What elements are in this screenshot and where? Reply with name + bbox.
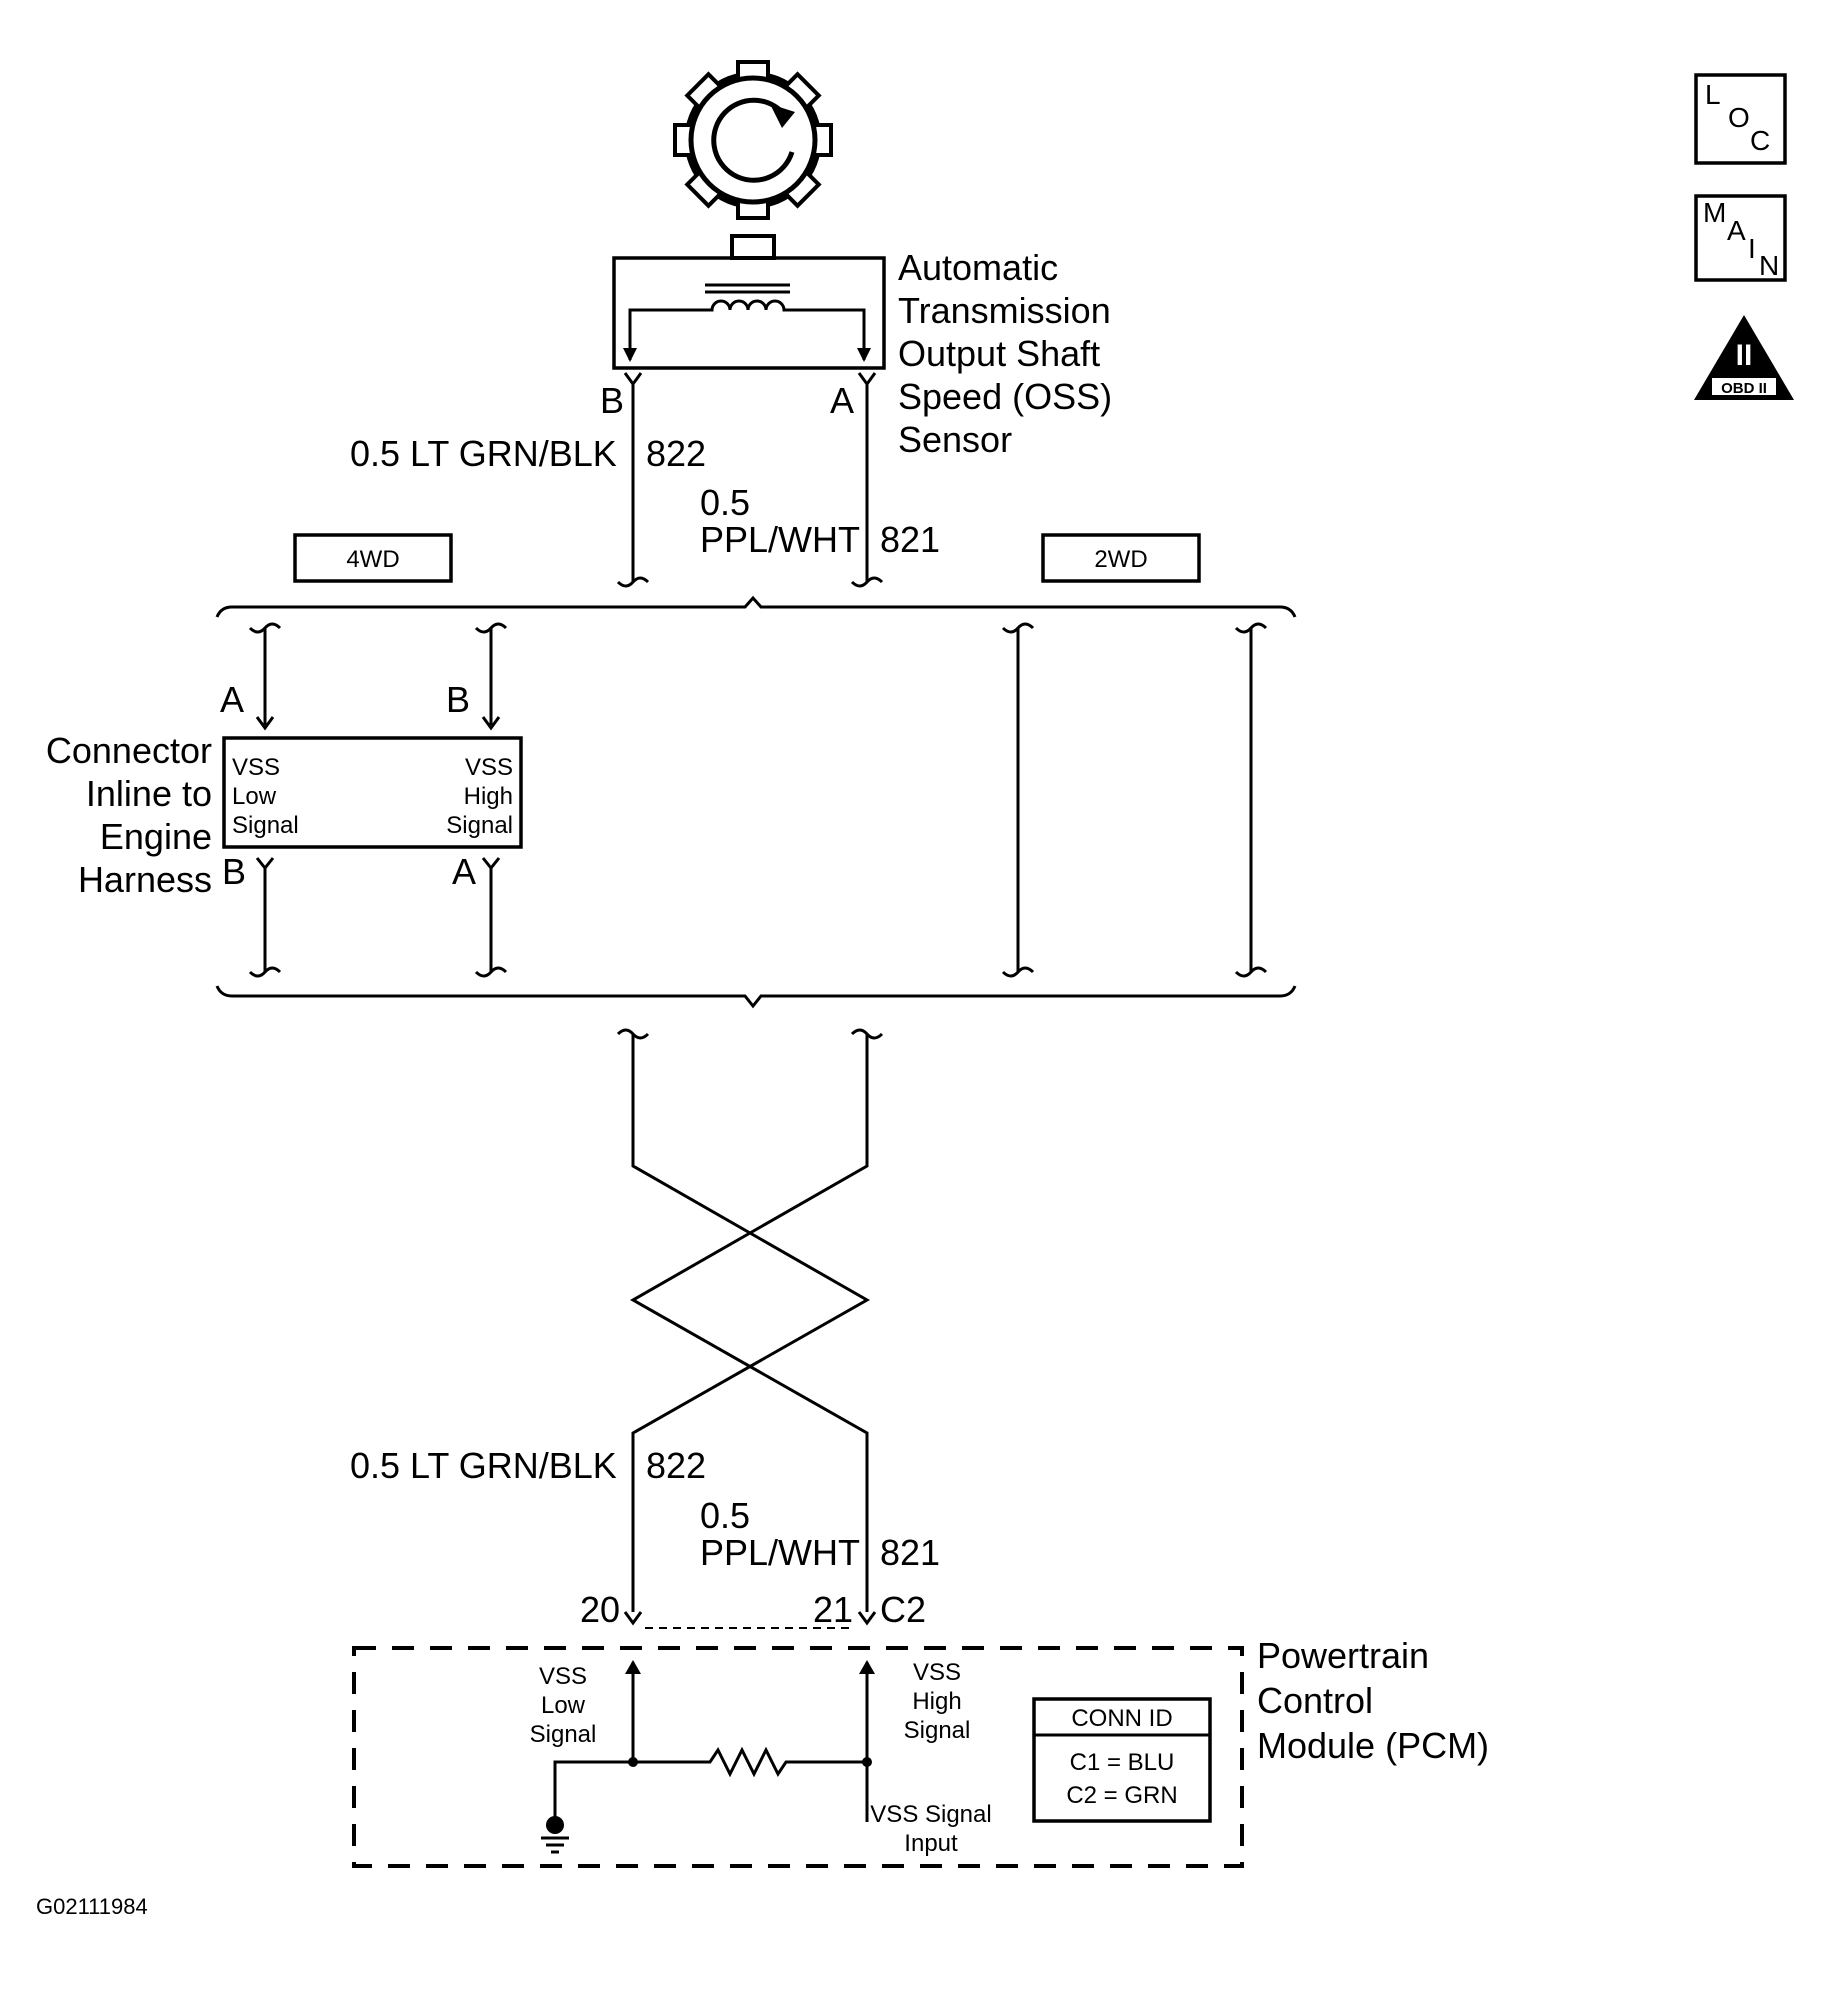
- sensor-name-line-2: Transmission: [898, 290, 1111, 331]
- wire-821-top-circuit: 821: [880, 519, 940, 560]
- inline-term-bottom-a: A: [452, 851, 476, 892]
- wire-822-top-label: 0.5 LT GRN/BLK: [350, 433, 617, 474]
- inline-low-signal-line-3: Signal: [232, 812, 299, 839]
- pcm-input-line-1: VSS Signal: [870, 1801, 991, 1828]
- inline-low-signal-line-1: VSS: [232, 754, 280, 781]
- pcm-high-signal-line-3: Signal: [904, 1717, 971, 1744]
- option-2wd-label: 2WD: [1094, 546, 1147, 573]
- ground-icon: [541, 1816, 569, 1854]
- pcm-low-signal-line-3: Signal: [530, 1721, 597, 1748]
- conn-id-row-1: C1 = BLU: [1070, 1749, 1175, 1776]
- wire-821-bottom-color: PPL/WHT: [700, 1532, 860, 1573]
- pcm-pin-21: 21: [813, 1589, 853, 1630]
- sensor-name-line-5: Sensor: [898, 419, 1012, 460]
- sensor-name-line-3: Output Shaft: [898, 333, 1100, 374]
- main-letter-i: I: [1748, 233, 1756, 264]
- sensor-name: Automatic Transmission Output Shaft Spee…: [898, 247, 1112, 460]
- wire-821-bottom-circuit: 821: [880, 1532, 940, 1573]
- wire-821-top-color: PPL/WHT: [700, 519, 860, 560]
- pcm-name-line-3: Module (PCM): [1257, 1725, 1489, 1766]
- wire-821-top: [850, 384, 884, 588]
- inline-high-signal-line-3: Signal: [446, 812, 513, 839]
- conn-id-title: CONN ID: [1071, 1705, 1172, 1732]
- obd-ii-text: OBD II: [1721, 380, 1767, 397]
- pcm-low-signal-line-2: Low: [541, 1692, 586, 1719]
- inline-name-line-1: Connector: [46, 730, 212, 771]
- pcm-connector-c2: C2: [880, 1589, 926, 1630]
- conn-id-row-2: C2 = GRN: [1066, 1782, 1177, 1809]
- pcm-module: [352, 1646, 1244, 1868]
- main-letter-a: A: [1727, 215, 1746, 246]
- pcm-name-line-1: Powertrain: [1257, 1635, 1429, 1676]
- main-letter-n: N: [1759, 250, 1779, 281]
- loc-icon: L O C: [1694, 73, 1787, 165]
- pcm-name: Powertrain Control Module (PCM): [1257, 1635, 1489, 1766]
- option-4wd: 4WD: [293, 533, 453, 583]
- inline-name-line-4: Harness: [78, 859, 212, 900]
- sensor-name-line-4: Speed (OSS): [898, 376, 1112, 417]
- option-brace-bottom: [215, 985, 1297, 1009]
- oss-sensor: [612, 234, 886, 370]
- inline-low-signal-line-2: Low: [232, 783, 277, 810]
- sensor-terminal-a: A: [830, 380, 854, 421]
- sensor-terminal-b: B: [600, 380, 624, 421]
- wire-822-top-circuit: 822: [646, 433, 706, 474]
- inline-term-top-a: A: [220, 679, 244, 720]
- inline-connector-name: Connector Inline to Engine Harness: [46, 730, 212, 900]
- pcm-low-signal-line-1: VSS: [539, 1663, 587, 1690]
- pcm-name-line-2: Control: [1257, 1680, 1373, 1721]
- loc-letter-c: C: [1750, 125, 1770, 156]
- 2wd-wire-right: [1234, 622, 1268, 978]
- twisted-pair: [616, 1028, 884, 1612]
- conn-id-box: CONN ID C1 = BLU C2 = GRN: [1032, 1697, 1212, 1823]
- inline-term-top-b: B: [446, 679, 470, 720]
- figure-id: G02111984: [36, 1894, 148, 1919]
- inline-name-line-2: Inline to: [86, 773, 212, 814]
- loc-letter-o: O: [1728, 102, 1750, 133]
- inline-high-signal-line-1: VSS: [465, 754, 513, 781]
- sensor-name-line-1: Automatic: [898, 247, 1058, 288]
- option-2wd: 2WD: [1041, 533, 1201, 583]
- pcm-input-circuit: [553, 1660, 875, 1824]
- option-4wd-label: 4WD: [346, 546, 399, 573]
- inline-connector: [222, 622, 523, 978]
- wire-822-top: [616, 384, 650, 588]
- main-icon: M A I N: [1694, 194, 1787, 282]
- option-brace-top: [215, 595, 1297, 618]
- inline-high-signal-line-2: High: [464, 783, 513, 810]
- pcm-pin-20: 20: [580, 1589, 620, 1630]
- loc-letter-l: L: [1705, 79, 1721, 110]
- wire-822-bottom-circuit: 822: [646, 1445, 706, 1486]
- obd-ii-numeral: II: [1736, 339, 1753, 372]
- wire-822-bottom-label: 0.5 LT GRN/BLK: [350, 1445, 617, 1486]
- pcm-high-signal-line-1: VSS: [913, 1659, 961, 1686]
- inline-name-line-3: Engine: [100, 816, 212, 857]
- 2wd-wire-left: [1001, 622, 1035, 978]
- reluctor-wheel-icon: [673, 60, 833, 220]
- inline-term-bottom-b: B: [222, 851, 246, 892]
- obd-ii-icon: II OBD II: [1694, 315, 1794, 400]
- pcm-input-line-2: Input: [904, 1830, 958, 1857]
- wire-821-bottom-size: 0.5: [700, 1495, 750, 1536]
- wire-821-top-size: 0.5: [700, 482, 750, 523]
- main-letter-m: M: [1703, 197, 1726, 228]
- pcm-high-signal-line-2: High: [912, 1688, 961, 1715]
